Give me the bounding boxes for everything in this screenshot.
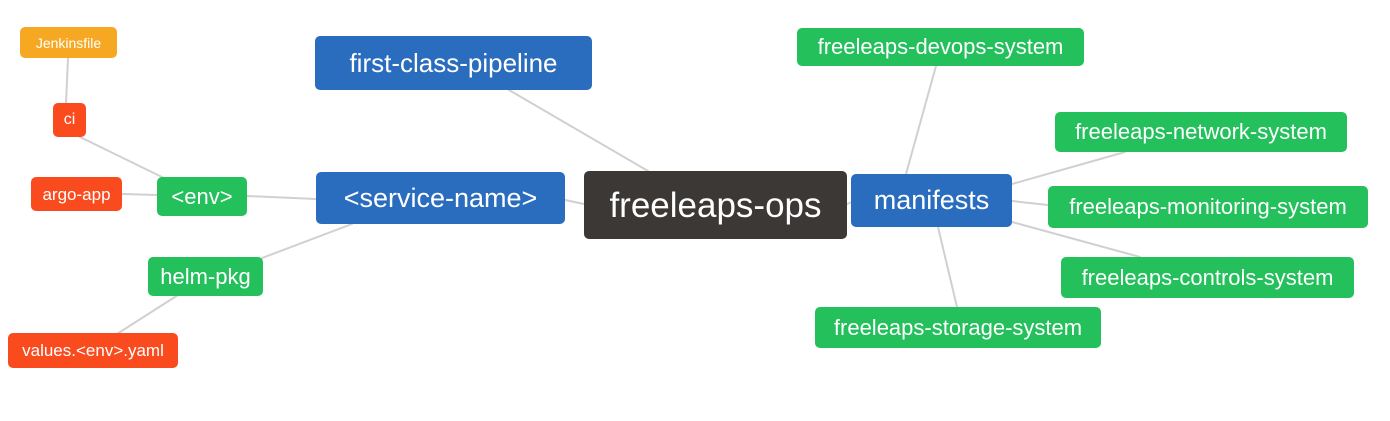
- node-freeleaps-devops-system[interactable]: freeleaps-devops-system: [797, 28, 1084, 66]
- edge-argo-app-env: [121, 193, 158, 196]
- node-first-class-pipeline[interactable]: first-class-pipeline: [315, 36, 592, 90]
- node-ci[interactable]: ci: [53, 103, 86, 137]
- node-freeleaps-network-system[interactable]: freeleaps-network-system: [1055, 112, 1347, 152]
- edge-ci-env: [79, 136, 165, 179]
- node-freeleaps-ops-root[interactable]: freeleaps-ops: [584, 171, 847, 239]
- edge-manifests-network: [1011, 151, 1126, 185]
- edge-manifests-storage: [937, 226, 958, 308]
- edge-helm-pkg-values: [116, 294, 179, 335]
- edge-env-service-name: [246, 195, 317, 200]
- edge-manifests-devops: [905, 65, 937, 175]
- node-argo-app[interactable]: argo-app: [31, 177, 122, 211]
- edge-service-name-ops: [564, 199, 585, 205]
- node-service-name[interactable]: <service-name>: [316, 172, 565, 224]
- node-helm-pkg[interactable]: helm-pkg: [148, 257, 263, 296]
- edge-jenkinsfile-ci: [65, 57, 69, 104]
- node-jenkinsfile[interactable]: Jenkinsfile: [20, 27, 117, 58]
- node-manifests[interactable]: manifests: [851, 174, 1012, 227]
- node-freeleaps-controls-system[interactable]: freeleaps-controls-system: [1061, 257, 1354, 298]
- edge-manifests-controls: [1011, 221, 1141, 258]
- edge-service-name-helm-pkg: [261, 223, 353, 259]
- node-freeleaps-monitoring-system[interactable]: freeleaps-monitoring-system: [1048, 186, 1368, 228]
- node-freeleaps-storage-system[interactable]: freeleaps-storage-system: [815, 307, 1101, 348]
- node-env[interactable]: <env>: [157, 177, 247, 216]
- edge-manifests-monitoring: [1011, 200, 1049, 206]
- node-values-env-yaml[interactable]: values.<env>.yaml: [8, 333, 178, 368]
- edge-pipeline-ops: [508, 89, 649, 172]
